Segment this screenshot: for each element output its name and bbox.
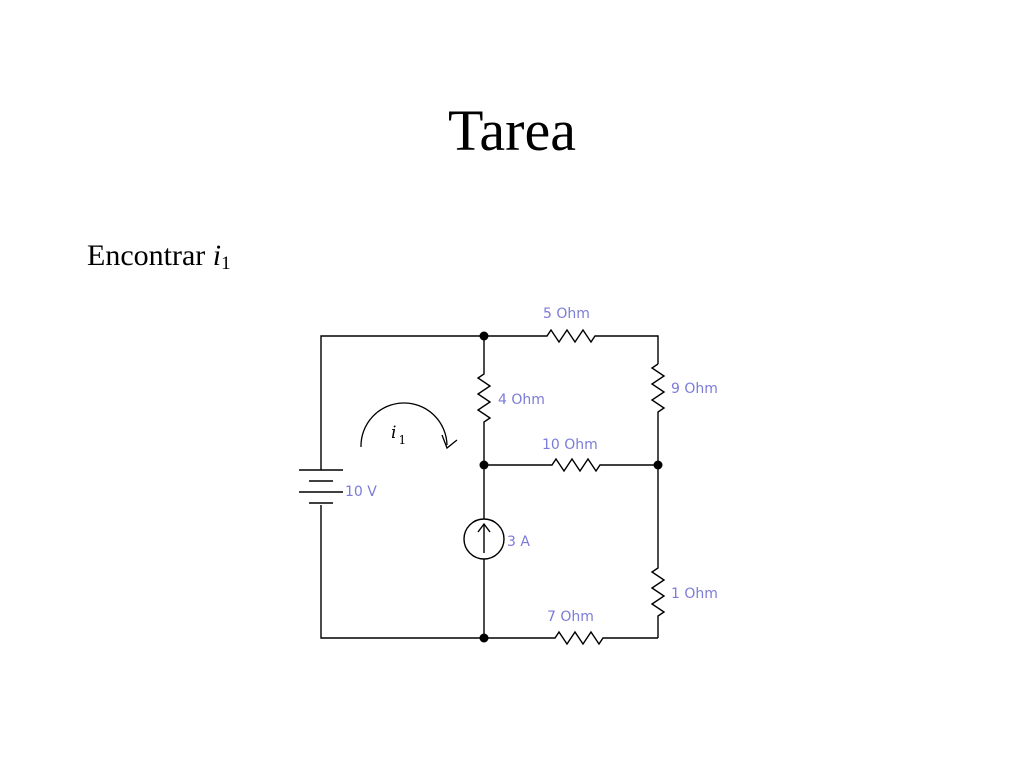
slide-title: Tarea	[448, 98, 576, 163]
resistor-7-ohm	[484, 630, 658, 646]
junction-node	[479, 460, 489, 470]
resistor-1-ohm	[650, 465, 666, 638]
battery-icon	[299, 469, 343, 504]
voltage-source-label: 10 V	[345, 484, 377, 500]
resistor-9-ohm	[650, 363, 666, 465]
problem-prompt: Encontrar i1	[87, 238, 231, 276]
prompt-variable: i	[212, 239, 222, 272]
resistor-1-label: 1 Ohm	[671, 586, 718, 602]
resistor-5-label: 5 Ohm	[543, 306, 590, 322]
resistor-10-label: 10 Ohm	[542, 437, 598, 453]
loop-current-variable: i	[391, 423, 396, 443]
resistor-4-label: 4 Ohm	[498, 392, 545, 408]
wire-left-lower	[320, 505, 484, 639]
resistor-9-label: 9 Ohm	[671, 381, 718, 397]
current-source-icon	[463, 518, 505, 560]
loop-current-arrow-icon	[360, 402, 448, 448]
junction-node	[653, 460, 663, 470]
wire-top	[484, 328, 659, 364]
resistor-10-ohm	[484, 457, 658, 473]
junction-node	[479, 331, 489, 341]
resistor-4-ohm	[476, 336, 492, 465]
wire-left-upper	[320, 335, 484, 470]
prompt-subscript: 1	[221, 253, 231, 274]
junction-node	[479, 633, 489, 643]
loop-current-subscript: 1	[398, 433, 406, 447]
current-source-label: 3 A	[507, 534, 530, 550]
prompt-text: Encontrar	[87, 239, 206, 272]
resistor-7-label: 7 Ohm	[547, 609, 594, 625]
loop-arrowhead-icon	[441, 434, 458, 450]
